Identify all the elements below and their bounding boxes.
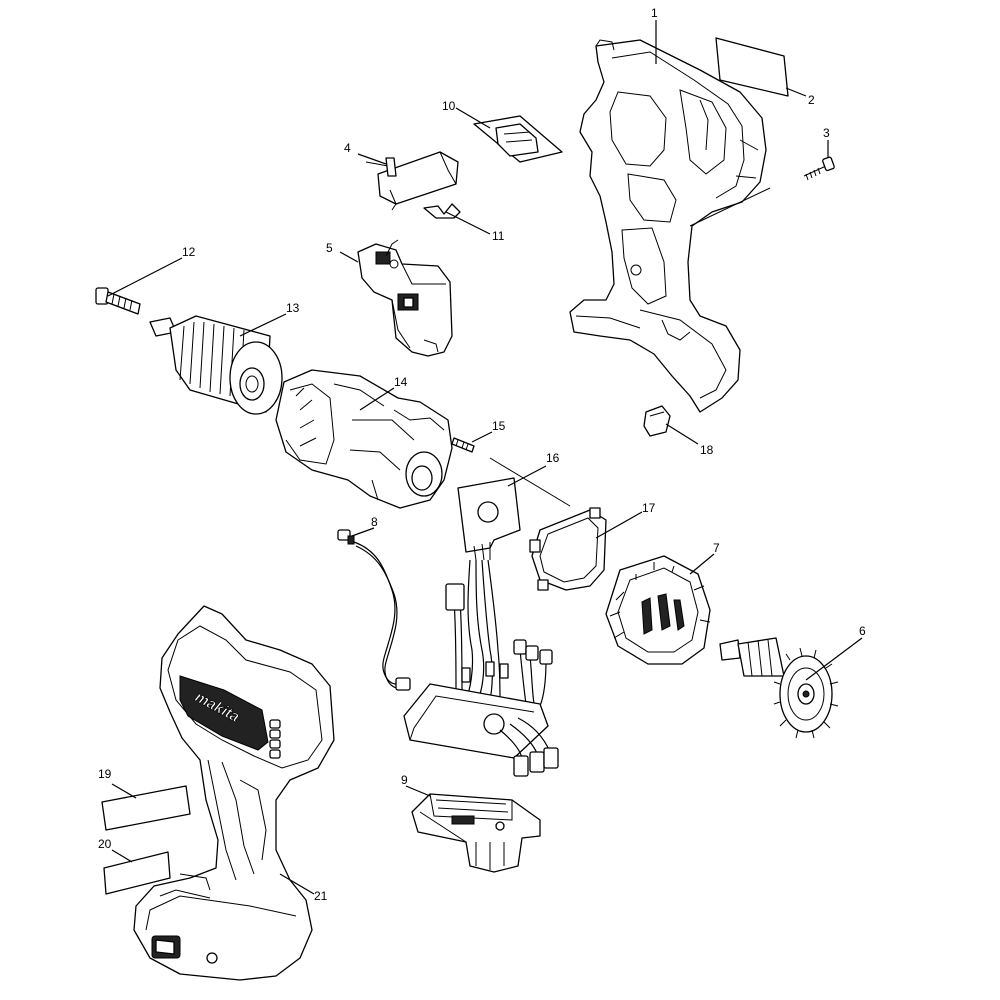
part-2-label	[715, 37, 789, 97]
controller-assembly	[403, 559, 559, 777]
part-7-stator	[605, 555, 711, 665]
part-1-housing	[569, 39, 767, 413]
callout-13: 13	[286, 301, 300, 315]
callout-12: 12	[182, 245, 196, 259]
part-20-label	[103, 851, 171, 895]
callout-8: 8	[371, 515, 378, 529]
callout-9: 9	[401, 773, 408, 787]
callout-4: 4	[344, 141, 351, 155]
part-13-chuck	[149, 315, 283, 415]
part-16-plate	[457, 477, 521, 561]
callout-labels: 1 2 3 4 5 6 7 8 9 10 11 12 13 14 15 16 1…	[98, 6, 866, 903]
part-5-switch	[357, 239, 453, 357]
part-12-screw	[95, 287, 141, 315]
callout-14: 14	[394, 375, 408, 389]
part-10-reversing-button	[473, 115, 563, 163]
part-14-gear-assembly	[275, 369, 453, 509]
part-18-clip	[643, 405, 671, 437]
callout-2: 2	[808, 93, 815, 107]
callout-6: 6	[859, 624, 866, 638]
callout-11: 11	[492, 229, 505, 243]
part-15-pin	[451, 437, 475, 453]
callout-21: 21	[314, 889, 328, 903]
leader-lines	[107, 20, 863, 895]
callout-20: 20	[98, 837, 112, 851]
part-9-terminal	[411, 793, 541, 873]
part-17-baffle-ring	[529, 507, 607, 591]
part-3-screw	[803, 156, 835, 181]
part-8-lead-wire	[337, 529, 411, 691]
callout-18: 18	[700, 443, 714, 457]
callout-17: 17	[642, 501, 656, 515]
callout-7: 7	[713, 541, 720, 555]
part-21-housing-set: makita	[133, 605, 335, 981]
callout-15: 15	[492, 419, 506, 433]
part-4-switch-lever	[365, 151, 459, 211]
callout-10: 10	[442, 99, 456, 113]
part-19-label	[101, 785, 191, 831]
callout-1: 1	[651, 6, 658, 20]
callout-5: 5	[326, 241, 333, 255]
callout-19: 19	[98, 767, 112, 781]
callout-16: 16	[546, 451, 560, 465]
callout-3: 3	[823, 126, 830, 140]
part-6-rotor	[719, 637, 839, 739]
